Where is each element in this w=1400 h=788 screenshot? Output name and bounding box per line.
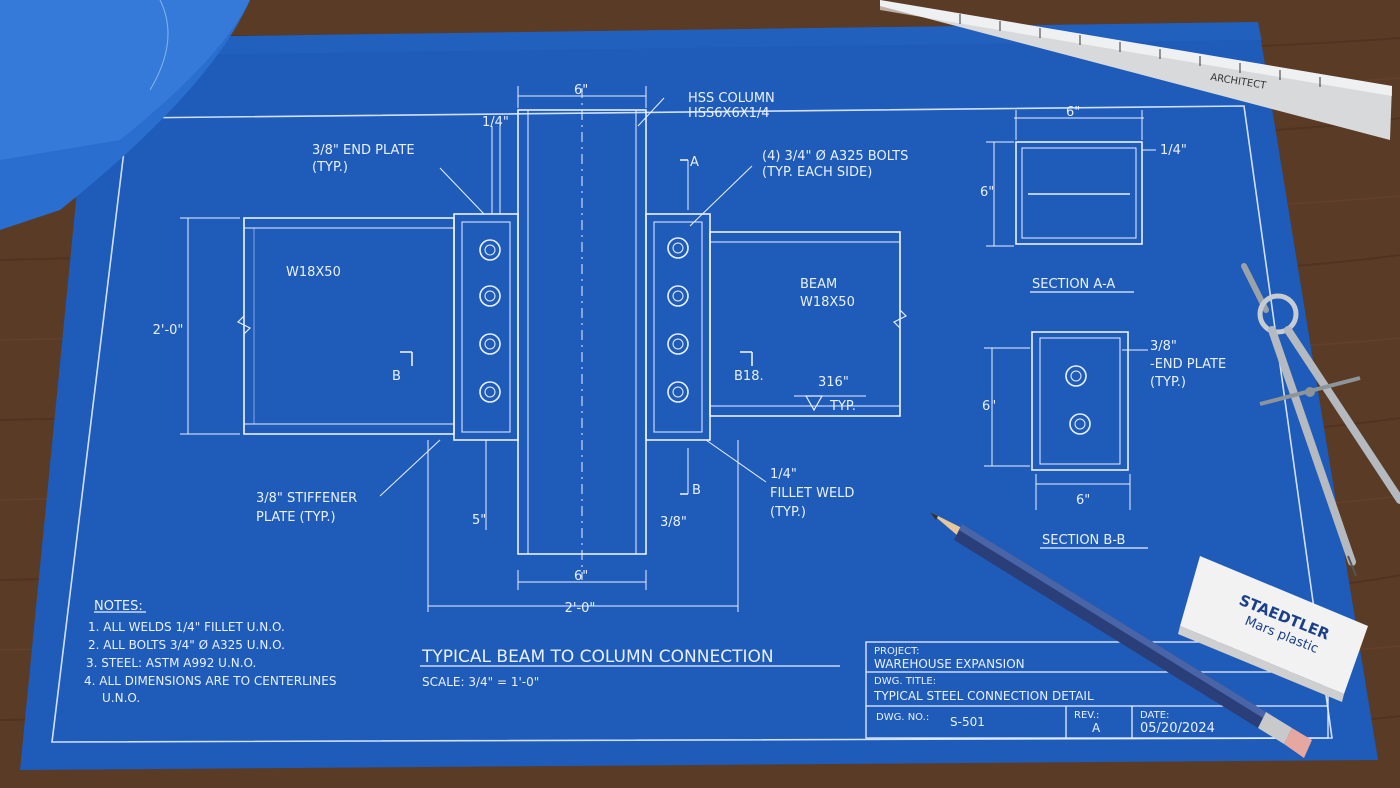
tb-project-label: PROJECT: xyxy=(874,646,919,657)
section-b-dim-side: 6" xyxy=(982,399,996,414)
fillet-label-3: (TYP.) xyxy=(770,505,806,520)
section-a-dim-thk: 1/4" xyxy=(1160,143,1187,158)
section-a-title: SECTION A-A xyxy=(1032,277,1115,292)
note-1: 1. ALL WELDS 1/4" FILLET U.N.O. xyxy=(88,620,285,634)
tb-project-value: WAREHOUSE EXPANSION xyxy=(874,657,1025,671)
bolts-label-2: (TYP. EACH SIDE) xyxy=(762,165,872,180)
section-b-dim-bottom: 6" xyxy=(1076,493,1090,508)
left-bolts xyxy=(479,239,501,403)
hss-label-2: HSS6X6X1/4 xyxy=(688,106,770,121)
dim-left-small: 5" xyxy=(472,513,486,528)
section-b-label-2: -END PLATE xyxy=(1150,357,1226,372)
rolled-blueprint xyxy=(0,0,250,230)
section-a-marker: A xyxy=(690,155,699,170)
right-beam xyxy=(709,231,901,417)
right-bolts xyxy=(667,237,689,403)
tb-dwg-no-label: DWG. NO.: xyxy=(876,712,929,723)
drawing-scale: SCALE: 3/4" = 1'-0" xyxy=(422,675,539,689)
weld-typ: TYP. xyxy=(829,399,856,414)
dim-column-top: 6" xyxy=(574,83,588,98)
notes-title: NOTES: xyxy=(94,599,143,614)
right-beam-label-1: BEAM xyxy=(800,277,837,292)
scale-ruler: ARCHITECT xyxy=(880,0,1392,140)
note-3: 3. STEEL: ASTM A992 U.N.O. xyxy=(86,656,256,670)
tb-rev-value: A xyxy=(1092,721,1101,735)
section-b-drawing xyxy=(984,331,1148,510)
dim-overall: 2'-0" xyxy=(565,601,596,616)
end-plate-label-1: 3/8" END PLATE xyxy=(312,143,415,158)
thickness-quarter: 1/4" xyxy=(482,115,509,130)
drawing-title: TYPICAL BEAM TO COLUMN CONNECTION xyxy=(421,647,774,667)
note-2: 2. ALL BOLTS 3/4" Ø A325 U.N.O. xyxy=(88,638,285,652)
beam-depth-dim: 2'-0" xyxy=(153,323,184,338)
left-beam-label: W18X50 xyxy=(286,265,341,280)
section-b-label-3: (TYP.) xyxy=(1150,375,1186,390)
section-b-bottom-marker: B xyxy=(692,483,701,498)
dim-column-bottom: 6" xyxy=(574,569,588,584)
dim-plate-thickness: 3/8" xyxy=(660,515,687,530)
note-4: 4. ALL DIMENSIONS ARE TO CENTERLINES xyxy=(84,674,336,688)
eraser: STAEDTLER Mars plastic xyxy=(1178,556,1368,702)
tb-date-value: 05/20/2024 xyxy=(1140,721,1215,736)
hss-label-1: HSS COLUMN xyxy=(688,91,775,106)
section-b-label-1: 3/8" xyxy=(1150,339,1177,354)
section-a-drawing xyxy=(986,110,1156,247)
note-4-cont: U.N.O. xyxy=(102,691,140,705)
stiffener-label-1: 3/8" STIFFENER xyxy=(256,491,357,506)
section-a-dim-side: 6" xyxy=(980,185,994,200)
tb-dwg-title-label: DWG. TITLE: xyxy=(874,676,936,687)
right-beam-label-2: W18X50 xyxy=(800,295,855,310)
tb-rev-label: REV.: xyxy=(1074,710,1099,721)
section-b-right-marker: B18. xyxy=(734,369,764,384)
tb-dwg-title-value: TYPICAL STEEL CONNECTION DETAIL xyxy=(873,689,1094,703)
end-plate-label-2: (TYP.) xyxy=(312,160,348,175)
section-b-title: SECTION B-B xyxy=(1042,533,1125,548)
tb-dwg-no-value: S-501 xyxy=(950,715,985,729)
pencil xyxy=(930,512,1312,758)
drafting-compass xyxy=(1241,263,1400,577)
section-b-left-marker: B xyxy=(392,369,401,384)
fillet-label-1: 1/4" xyxy=(770,467,797,482)
bolts-label-1: (4) 3/4" Ø A325 BOLTS xyxy=(762,149,908,164)
section-a-dim-top: 6" xyxy=(1066,105,1080,120)
stiffener-label-2: PLATE (TYP.) xyxy=(256,510,336,525)
fillet-label-2: FILLET WELD xyxy=(770,486,854,501)
weld-size: 316" xyxy=(818,375,849,390)
tb-date-label: DATE: xyxy=(1140,710,1169,721)
sheet-border xyxy=(51,105,1333,743)
